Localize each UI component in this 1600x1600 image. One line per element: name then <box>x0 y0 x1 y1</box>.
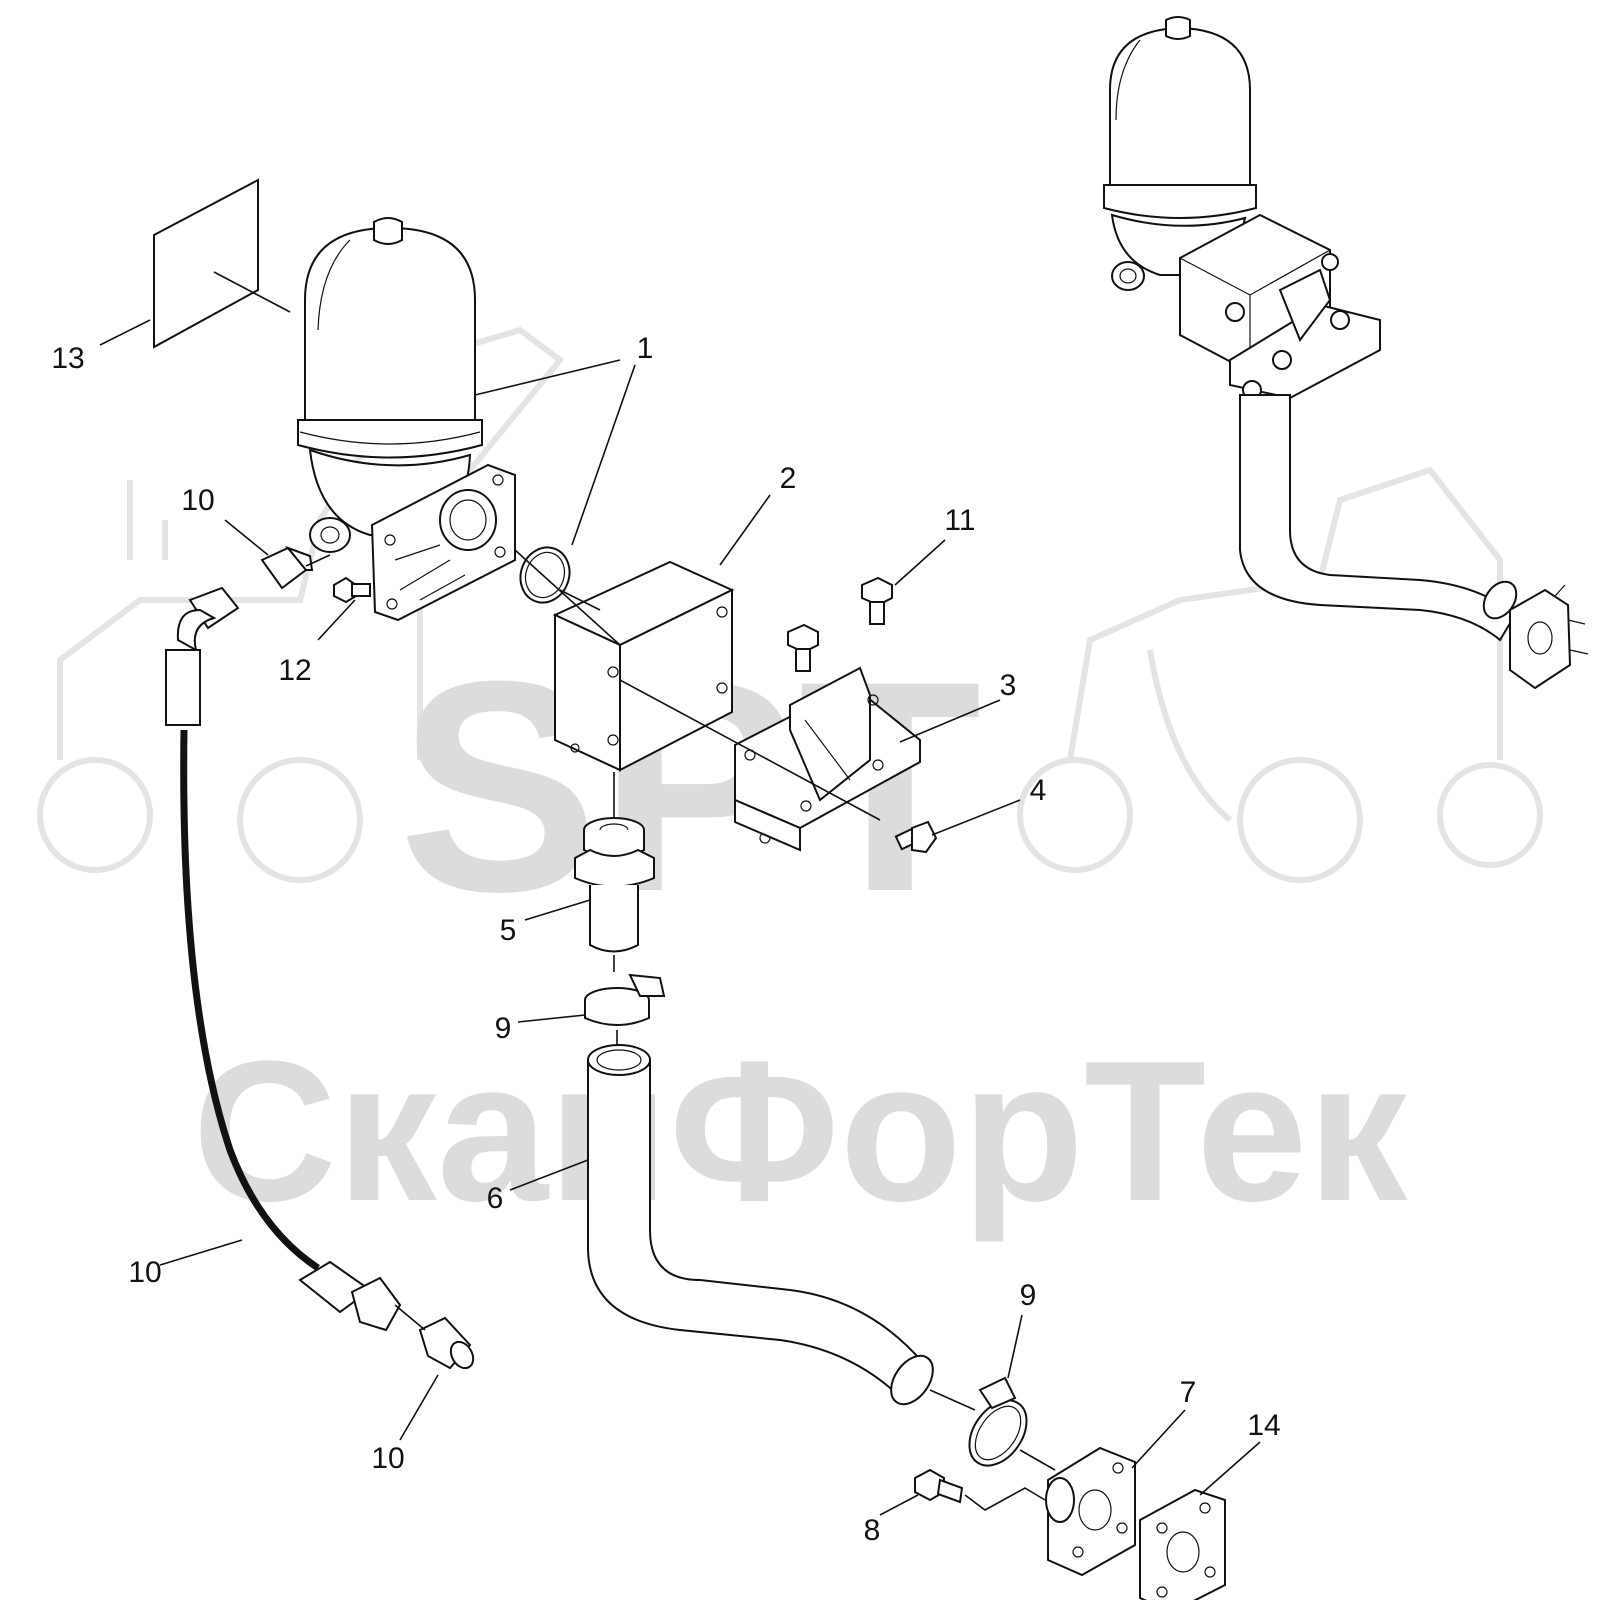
part-8-bolt <box>914 1468 1046 1511</box>
callout-13: 13 <box>51 342 84 375</box>
bolt-11a <box>861 576 893 625</box>
part-5-pipe-nipple <box>574 772 655 972</box>
callout-3: 3 <box>1000 669 1017 702</box>
callout-11: 11 <box>944 504 975 537</box>
watermark-tractor-right <box>1017 466 1543 883</box>
callout-10-upper: 10 <box>181 484 214 517</box>
part-3-bracket <box>619 666 921 852</box>
part-1-filter-assembly <box>297 217 516 622</box>
leader-lines <box>99 319 1261 1516</box>
part-6-hose-pipe <box>587 1044 976 1411</box>
part-2-adapter-block <box>514 549 735 772</box>
callout-1-filter: 1 <box>637 332 654 365</box>
part-10-upper-fitting <box>260 545 331 590</box>
callout-10-lower: 10 <box>371 1442 404 1475</box>
part-11-bolts <box>787 576 893 672</box>
callout-14: 14 <box>1247 1409 1280 1442</box>
part-7-flange <box>1045 1446 1136 1577</box>
callout-8: 8 <box>864 1514 881 1547</box>
assembled-view <box>1103 16 1589 690</box>
part-10-hose <box>165 586 402 1332</box>
bolt-11b <box>787 623 819 672</box>
callout-10-hose: 10 <box>128 1256 161 1289</box>
callout-9-upper: 9 <box>495 1012 512 1045</box>
callout-12: 12 <box>278 654 311 687</box>
part-13-label-sheet <box>153 178 291 349</box>
callout-9-lower: 9 <box>1020 1279 1037 1312</box>
watermark-company-text: СканФорТек <box>192 1020 1408 1243</box>
callout-4: 4 <box>1030 774 1047 807</box>
callout-6: 6 <box>487 1182 504 1215</box>
callout-7: 7 <box>1180 1376 1197 1409</box>
callout-5: 5 <box>500 914 517 947</box>
callout-labels: 13 1 1 2 10 11 12 3 4 5 9 6 10 9 7 14 8 … <box>51 332 1280 1547</box>
callout-2: 2 <box>780 462 797 495</box>
part-12-fitting <box>333 576 371 604</box>
part-9-clamp-lower <box>968 1376 1056 1471</box>
part-14-gasket <box>1139 1488 1226 1600</box>
part-4-bolt <box>894 820 938 854</box>
part-1-o-ring <box>519 546 571 604</box>
part-10-lower-fitting <box>394 1304 475 1370</box>
part-9-clamp-upper <box>584 973 666 1045</box>
